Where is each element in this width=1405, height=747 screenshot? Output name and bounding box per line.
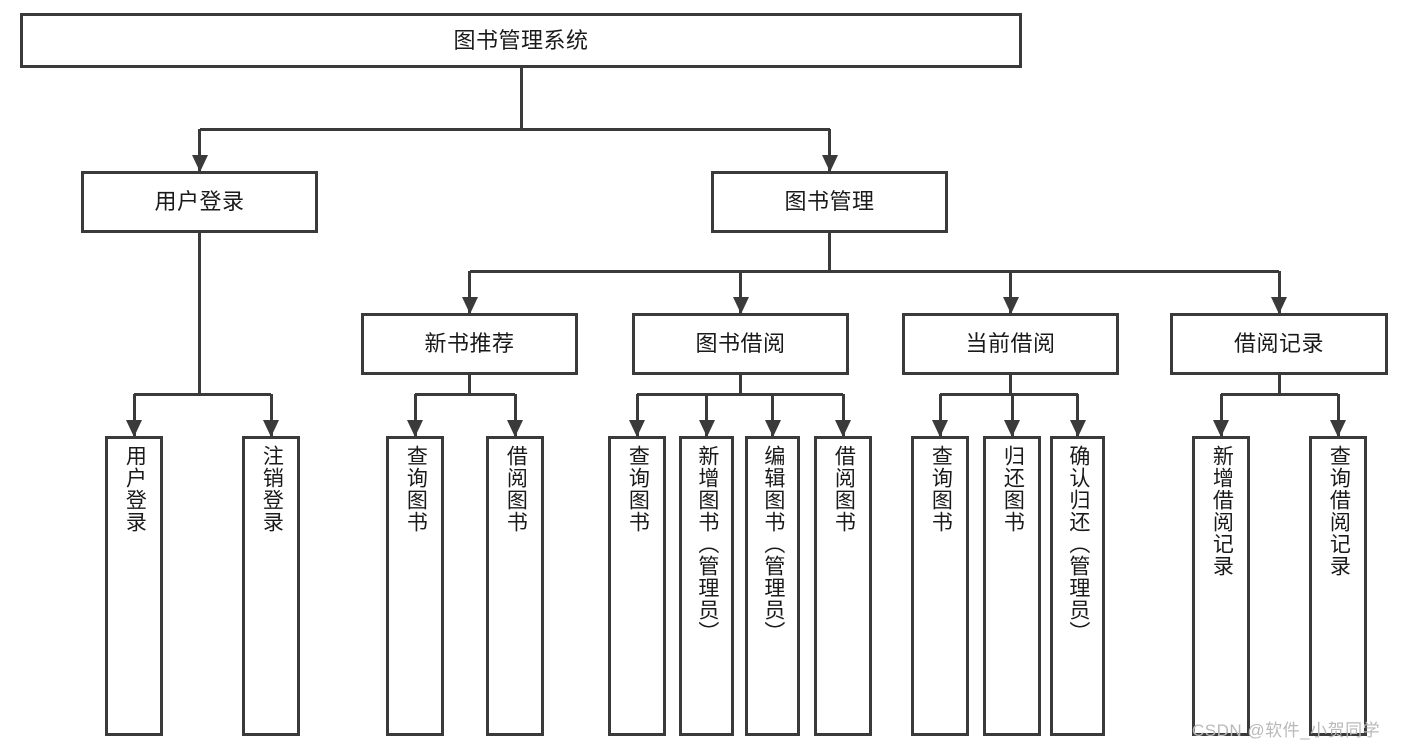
- edge-drop-leaf-6: [705, 394, 708, 436]
- node-leaf-8[interactable]: 借阅图书: [814, 436, 872, 736]
- arrowhead-icon: [1271, 297, 1287, 314]
- edge-stem-login: [198, 233, 201, 394]
- node-label: 新增借阅记录: [1210, 445, 1234, 577]
- node-leaf-5[interactable]: 查询图书: [608, 436, 666, 736]
- node-leaf-7[interactable]: 编辑图书（管理员）: [745, 436, 800, 736]
- edge-drop-leaf-3: [413, 394, 417, 436]
- edge-stem-records: [1277, 375, 1281, 394]
- node-label: 新书推荐: [424, 331, 515, 357]
- arrowhead-icon: [732, 297, 749, 314]
- arrowhead-icon: [1213, 420, 1229, 437]
- edge-drop-leaf-5: [635, 394, 639, 436]
- arrowhead-icon: [1330, 420, 1346, 437]
- arrowhead-icon: [126, 420, 142, 437]
- node-leaf-2[interactable]: 注销登录: [242, 436, 300, 736]
- node-label: 图书借阅: [695, 331, 786, 357]
- edge-drop-leaf-7: [771, 394, 774, 436]
- edge-stem-root: [519, 68, 523, 129]
- node-leaf-4[interactable]: 借阅图书: [486, 436, 544, 736]
- node-label: 图书管理系统: [453, 27, 589, 53]
- watermark: CSDN @软件_小贺同学: [1192, 721, 1381, 740]
- node-label: 新增图书（管理员）: [695, 445, 719, 643]
- node-current[interactable]: 当前借阅: [902, 313, 1119, 375]
- edge-drop-current: [1009, 271, 1012, 313]
- node-leaf-1[interactable]: 用户登录: [105, 436, 163, 736]
- node-label: 图书管理: [784, 189, 875, 215]
- edge-drop-records: [1277, 271, 1281, 313]
- arrowhead-icon: [629, 420, 645, 437]
- edge-bus-login: [134, 392, 271, 396]
- node-label: 当前借阅: [965, 331, 1056, 357]
- edge-drop-leaf-11: [1076, 394, 1079, 436]
- arrowhead-icon: [932, 420, 948, 437]
- edge-drop-leaf-1: [132, 394, 136, 436]
- node-login[interactable]: 用户登录: [81, 171, 318, 233]
- node-leaf-6[interactable]: 新增图书（管理员）: [679, 436, 734, 736]
- node-newbook[interactable]: 新书推荐: [361, 313, 578, 375]
- arrowhead-icon: [507, 420, 523, 437]
- node-root[interactable]: 图书管理系统: [20, 13, 1022, 68]
- node-bookmgmt[interactable]: 图书管理: [711, 171, 948, 233]
- node-label: 归还图书: [1001, 445, 1025, 533]
- edge-drop-leaf-13: [1336, 394, 1340, 436]
- arrowhead-icon: [263, 420, 279, 437]
- node-label: 借阅图书: [504, 445, 528, 533]
- node-label: 用户登录: [123, 445, 147, 533]
- node-records[interactable]: 借阅记录: [1170, 313, 1388, 375]
- node-label: 查询图书: [626, 445, 650, 533]
- edge-bus-records: [1221, 392, 1338, 396]
- node-label: 借阅记录: [1233, 331, 1324, 357]
- arrowhead-icon: [191, 155, 208, 172]
- node-leaf-10[interactable]: 归还图书: [983, 436, 1041, 736]
- node-leaf-12[interactable]: 新增借阅记录: [1192, 436, 1250, 736]
- node-label: 查询图书: [404, 445, 428, 533]
- arrowhead-icon: [407, 420, 423, 437]
- edge-stem-newbook: [468, 375, 471, 394]
- edge-bus-current: [940, 392, 1078, 396]
- arrowhead-icon: [461, 297, 478, 314]
- node-label: 借阅图书: [832, 445, 856, 533]
- node-leaf-11[interactable]: 确认归还（管理员）: [1050, 436, 1105, 736]
- node-leaf-13[interactable]: 查询借阅记录: [1309, 436, 1367, 736]
- edge-drop-leaf-8: [841, 394, 845, 436]
- edge-bus-root: [199, 127, 830, 131]
- arrowhead-icon: [1004, 420, 1020, 437]
- node-borrow[interactable]: 图书借阅: [632, 313, 849, 375]
- node-label: 查询借阅记录: [1327, 445, 1351, 577]
- arrowhead-icon: [835, 420, 851, 437]
- edge-drop-login: [198, 129, 201, 171]
- node-label: 查询图书: [929, 445, 953, 533]
- node-label: 注销登录: [260, 445, 284, 533]
- edge-drop-borrow: [739, 271, 742, 313]
- node-label: 编辑图书（管理员）: [761, 445, 785, 643]
- edge-drop-leaf-4: [513, 394, 517, 436]
- edge-bus-bookmgmt: [469, 269, 1279, 273]
- edge-drop-leaf-2: [269, 394, 273, 436]
- edge-drop-leaf-10: [1010, 394, 1014, 436]
- edge-stem-bookmgmt: [828, 233, 831, 271]
- arrowhead-icon: [1002, 297, 1019, 314]
- node-leaf-3[interactable]: 查询图书: [386, 436, 444, 736]
- edge-bus-newbook: [415, 392, 515, 396]
- node-label: 用户登录: [154, 189, 245, 215]
- arrowhead-icon: [1069, 420, 1086, 437]
- edge-drop-leaf-9: [938, 394, 942, 436]
- arrowhead-icon: [821, 155, 838, 172]
- edge-drop-bookmgmt: [828, 129, 831, 171]
- edge-drop-leaf-12: [1219, 394, 1223, 436]
- edge-stem-current: [1009, 375, 1012, 394]
- node-leaf-9[interactable]: 查询图书: [911, 436, 969, 736]
- edge-drop-newbook: [468, 271, 471, 313]
- edge-stem-borrow: [739, 375, 742, 394]
- arrowhead-icon: [698, 420, 715, 437]
- edge-bus-borrow: [637, 392, 843, 396]
- arrowhead-icon: [764, 420, 781, 437]
- node-label: 确认归还（管理员）: [1066, 445, 1090, 643]
